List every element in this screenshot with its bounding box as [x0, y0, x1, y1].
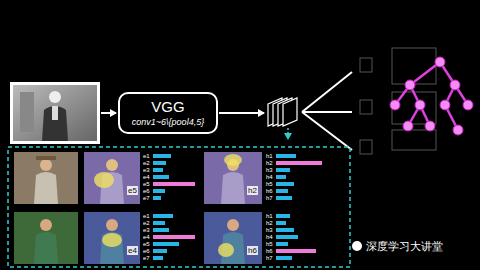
bar — [153, 196, 161, 200]
bar — [153, 189, 165, 193]
bar-label: e6 — [143, 188, 150, 194]
bar-label: e4 — [143, 234, 150, 240]
example-images — [14, 152, 262, 264]
bar — [153, 228, 169, 232]
bar-label: e6 — [143, 248, 150, 254]
watermark: 深度学习大讲堂 — [366, 240, 443, 253]
bar — [153, 221, 165, 225]
dashed-arrow — [287, 128, 289, 139]
bar — [276, 182, 294, 186]
bar-label: e2 — [143, 160, 150, 166]
bar-label: h3 — [266, 227, 273, 233]
bar-label: h2 — [266, 220, 273, 226]
bar — [276, 249, 316, 253]
bar-label: e7 — [143, 195, 150, 201]
fan-lines — [302, 72, 352, 150]
bar-label: e4 — [143, 174, 150, 180]
bar — [153, 242, 179, 246]
input-photo — [10, 82, 100, 144]
bar — [276, 154, 296, 158]
image-label: h2 — [247, 186, 258, 195]
detail-frame — [8, 147, 350, 267]
arrow — [219, 112, 264, 114]
bar — [276, 175, 286, 179]
bar — [153, 249, 167, 253]
arrow — [101, 112, 116, 114]
bar — [153, 175, 169, 179]
bar — [276, 168, 290, 172]
image-label: h6 — [247, 246, 258, 255]
tree-graph — [390, 57, 473, 135]
box-title: VGG — [130, 98, 206, 116]
bar — [153, 235, 195, 239]
wechat-icon — [352, 241, 362, 251]
bar-label: h1 — [266, 153, 273, 159]
bar-label: e3 — [143, 227, 150, 233]
bar — [276, 189, 288, 193]
image-label: e5 — [127, 186, 138, 195]
bar — [153, 154, 171, 158]
bar-label: e3 — [143, 167, 150, 173]
bar-label: h5 — [266, 241, 273, 247]
bar-label: h5 — [266, 181, 273, 187]
bar-label: h7 — [266, 195, 273, 201]
bar-label: e1 — [143, 213, 150, 219]
bar-label: h1 — [266, 213, 273, 219]
bar — [153, 214, 173, 218]
bar-label: e7 — [143, 255, 150, 261]
bar — [276, 242, 288, 246]
bar — [276, 235, 298, 239]
bar-label: h4 — [266, 174, 273, 180]
bar — [276, 228, 294, 232]
bar-label: h3 — [266, 167, 273, 173]
bar-label: e1 — [143, 153, 150, 159]
bar — [153, 256, 163, 260]
box-subtitle: conv1~6\{pool4,5} — [130, 116, 206, 128]
bar-label: e5 — [143, 241, 150, 247]
feature-maps — [268, 98, 297, 126]
bar — [153, 182, 195, 186]
bar-label: h2 — [266, 160, 273, 166]
bar-label: h7 — [266, 255, 273, 261]
bar — [153, 161, 166, 165]
bar — [276, 256, 292, 260]
bar — [153, 168, 163, 172]
bar-label: h6 — [266, 248, 273, 254]
bar-label: e2 — [143, 220, 150, 226]
network-box: VGGconv1~6\{pool4,5} — [118, 92, 218, 134]
image-label: e4 — [127, 246, 138, 255]
bar — [276, 214, 290, 218]
bar — [276, 196, 292, 200]
bar — [276, 161, 322, 165]
bar-label: e5 — [143, 181, 150, 187]
bar-label: h6 — [266, 188, 273, 194]
bar-charts — [153, 154, 322, 260]
bar — [276, 221, 286, 225]
bar-label: h4 — [266, 234, 273, 240]
region-boxes — [360, 48, 436, 154]
